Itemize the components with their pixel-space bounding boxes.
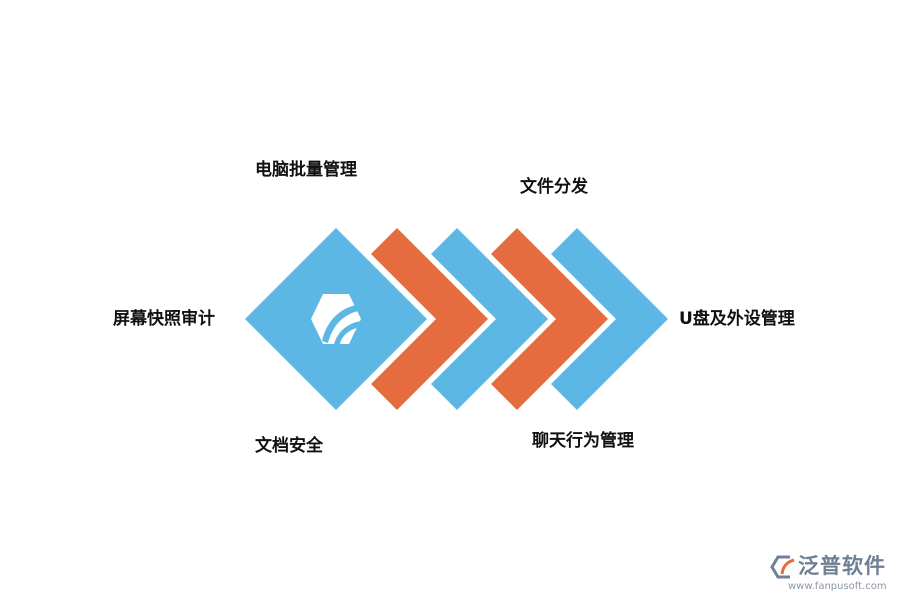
chevron-3-orange	[491, 228, 608, 410]
leaf-icon	[311, 294, 361, 344]
label-screen-audit: 屏幕快照审计	[113, 309, 215, 329]
chevron-1-orange	[371, 228, 488, 410]
chevron-4-blue	[551, 228, 668, 410]
watermark: 泛普软件 www.fanpusoft.com	[770, 552, 895, 596]
watermark-name: 泛普软件	[798, 554, 886, 578]
watermark-url: www.fanpusoft.com	[788, 581, 887, 592]
label-chat-management: 聊天行为管理	[532, 431, 634, 451]
label-file-distribution: 文件分发	[520, 177, 588, 197]
label-document-security: 文档安全	[255, 436, 323, 456]
chevron-2-blue	[431, 228, 548, 410]
label-usb-management: U盘及外设管理	[679, 309, 795, 329]
fanpu-logo-icon	[770, 555, 795, 579]
label-batch-management: 电脑批量管理	[255, 160, 357, 180]
